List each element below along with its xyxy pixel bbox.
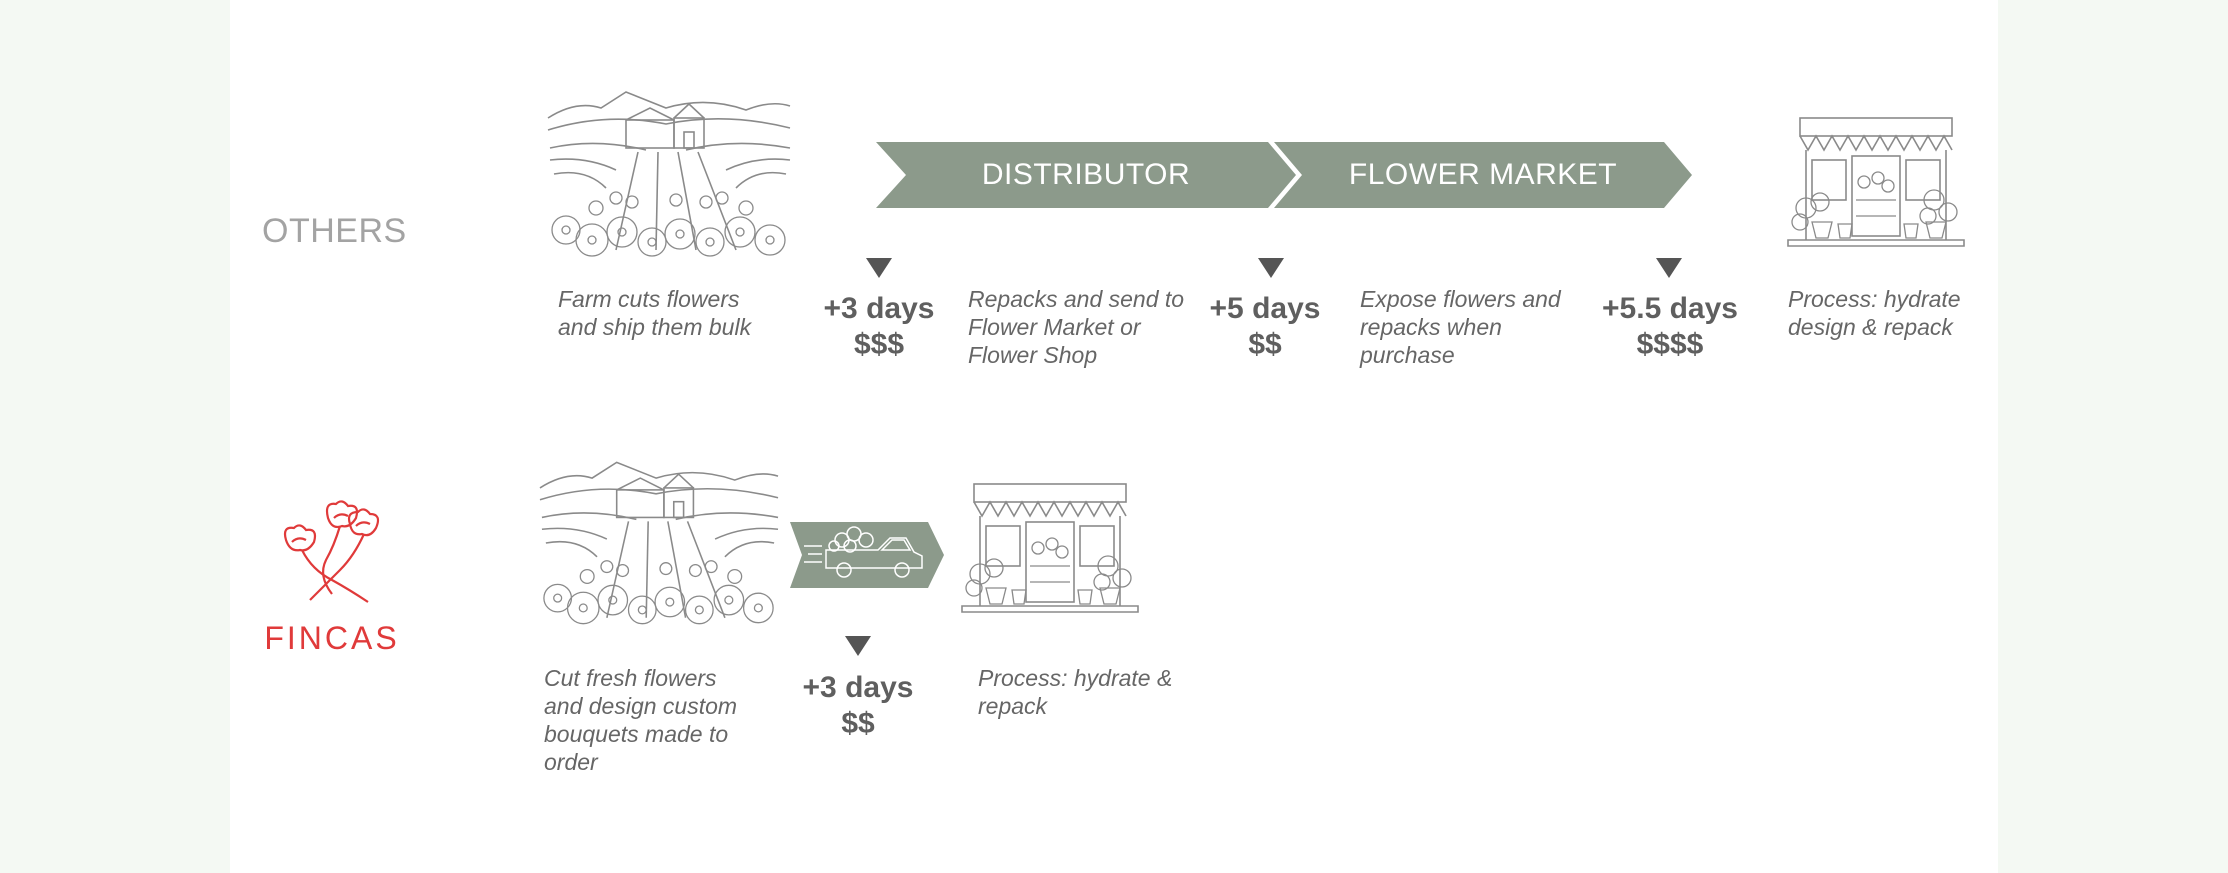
fincas-logo-text: FINCAS bbox=[264, 620, 400, 656]
step-distributor: DISTRIBUTOR bbox=[876, 142, 1296, 208]
step-flower-market: FLOWER MARKET bbox=[1274, 142, 1692, 208]
metric-days: +5.5 days bbox=[1602, 292, 1738, 325]
metric-days: +3 days bbox=[823, 292, 935, 325]
down-arrow-icon bbox=[1656, 258, 1682, 278]
desc-shop-others: Process: hydrate design & repack bbox=[1788, 286, 1961, 340]
metric-days: +5 days bbox=[1209, 292, 1321, 325]
metric-distributor: +3 days $$$ bbox=[804, 291, 954, 363]
fincas-flower-logo bbox=[283, 500, 380, 603]
desc-farm-fincas: Cut fresh flowers and design custom bouq… bbox=[544, 665, 738, 775]
farm-illustration bbox=[539, 461, 779, 625]
step-distributor-label: DISTRIBUTOR bbox=[981, 158, 1191, 191]
desc-shop-fincas: Process: hydrate & repack bbox=[978, 665, 1173, 719]
desc-market: Expose flowers and repacks when purchase bbox=[1360, 286, 1561, 368]
metric-cost: $$ bbox=[841, 707, 875, 740]
metric-cost: $$ bbox=[1248, 328, 1282, 361]
delivery-truck-icon bbox=[790, 522, 944, 588]
flower-shop-illustration bbox=[961, 483, 1139, 613]
content-panel bbox=[230, 0, 1998, 873]
down-arrow-icon bbox=[866, 258, 892, 278]
desc-distributor: Repacks and send to Flower Market or Flo… bbox=[968, 286, 1185, 368]
down-arrow-icon bbox=[845, 636, 871, 656]
others-label: OTHERS bbox=[262, 212, 407, 250]
metric-cost: $$$$ bbox=[1636, 328, 1704, 361]
desc-farm-others: Farm cuts flowers and ship them bulk bbox=[558, 286, 752, 340]
farm-illustration bbox=[547, 91, 791, 257]
metric-cost: $$$ bbox=[853, 328, 905, 361]
flower-shop-illustration bbox=[1787, 117, 1965, 247]
metric-days: +3 days bbox=[802, 671, 914, 704]
step-flower-market-label: FLOWER MARKET bbox=[1348, 158, 1618, 191]
metric-fincas: +3 days $$ bbox=[783, 670, 933, 742]
metric-shop: +5.5 days $$$$ bbox=[1580, 291, 1760, 363]
metric-market: +5 days $$ bbox=[1190, 291, 1340, 363]
down-arrow-icon bbox=[1258, 258, 1284, 278]
